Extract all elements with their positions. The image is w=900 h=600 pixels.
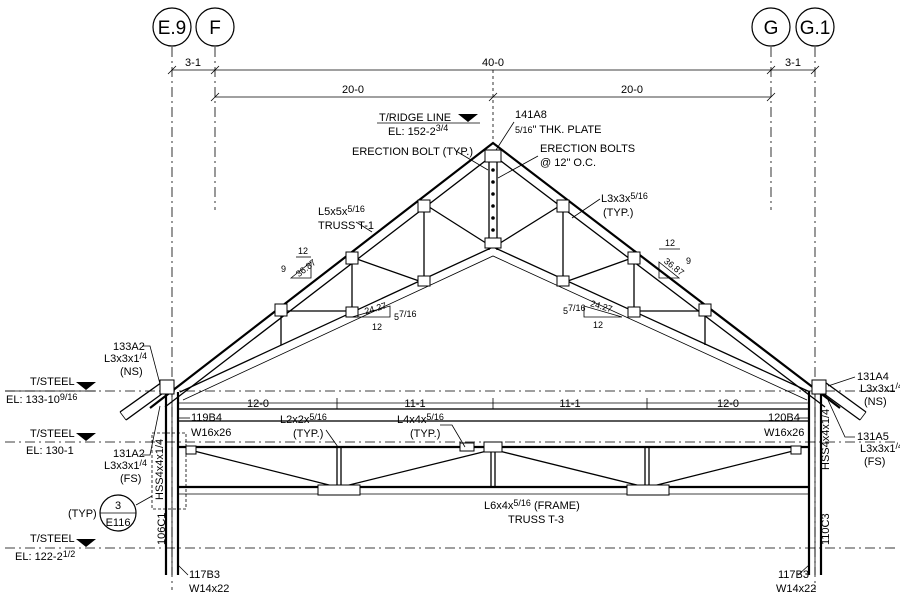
roof-truss-t1 <box>149 141 841 409</box>
dim-panel-3: 11-1 <box>559 398 580 410</box>
ridge-line-label: T/RIDGE LINE <box>379 112 451 124</box>
svg-text:12: 12 <box>593 320 603 330</box>
dim-half-right: 20-0 <box>621 84 643 96</box>
web-right-size: L3x3x5/16 <box>601 191 648 205</box>
l4-typ: (TYP.) <box>410 428 440 440</box>
svg-text:12: 12 <box>298 246 308 256</box>
svg-text:12: 12 <box>665 238 675 248</box>
level-line-steel-1: T/STEEL EL: 133-109/16 <box>5 376 895 406</box>
right-member-callouts: 131A4 L3x3x1/4 (NS) 131A5 L3x3x1/4 (FS) … <box>764 371 900 595</box>
hss-right: HSS4x4x1/4 <box>820 409 832 470</box>
svg-text:L3x3x1/4: L3x3x1/4 <box>104 351 147 365</box>
dim-half-left: 20-0 <box>342 84 364 96</box>
svg-text:L3x3x1/4: L3x3x1/4 <box>860 441 900 455</box>
member-callouts-floor: L2x2x5/16 (TYP.) L4x4x5/16 (TYP.) L6x4x5… <box>280 412 580 526</box>
svg-text:W16x26: W16x26 <box>191 427 231 439</box>
grid-bubble-f[interactable]: F <box>195 7 235 47</box>
svg-text:E.9: E.9 <box>158 18 187 39</box>
svg-text:12: 12 <box>372 322 382 332</box>
svg-text:G: G <box>764 18 779 39</box>
steel-3-label: T/STEEL <box>30 533 75 545</box>
svg-text:57/16: 57/16 <box>563 303 586 316</box>
detail-typ: (TYP) <box>68 508 97 520</box>
steel-1-elevation: EL: 133-109/16 <box>6 392 77 406</box>
steel-2-label: T/STEEL <box>30 428 75 440</box>
column-left <box>164 392 180 575</box>
top-chord-size: L5x5x5/16 <box>318 204 365 218</box>
svg-text:9: 9 <box>281 264 286 274</box>
member-callouts-roof: L5x5x5/16 TRUSS T-1 L3x3x5/16 (TYP.) <box>318 191 648 233</box>
steel-3-elevation: EL: 122-21/2 <box>15 549 75 563</box>
dim-panel-2: 11-1 <box>404 398 425 410</box>
svg-text:L3x3x1/4: L3x3x1/4 <box>860 381 900 395</box>
ridge-callouts: T/RIDGE LINE EL: 152-23/4 141A8 5/16" TH… <box>352 109 635 179</box>
detail-number: 3 <box>115 500 121 512</box>
l2-typ: (TYP.) <box>293 428 323 440</box>
truss-t3-label: TRUSS T-3 <box>508 514 564 526</box>
svg-text:57/16: 57/16 <box>394 309 417 322</box>
svg-text:L3x3x1/4: L3x3x1/4 <box>104 458 147 472</box>
dimension-halves: 20-0 20-0 <box>210 70 776 140</box>
grid-bubble-g1[interactable]: G.1 <box>795 7 835 47</box>
svg-text:(NS): (NS) <box>864 396 887 408</box>
dim-left-bay: 3-1 <box>185 57 201 69</box>
erection-bolts-spacing: @ 12" O.C. <box>540 157 596 169</box>
web-slope-left: 24.27 12 57/16 <box>351 300 417 332</box>
svg-text:131A2: 131A2 <box>113 448 145 460</box>
svg-text:(NS): (NS) <box>120 366 143 378</box>
slope-right: 12 9 36.87 <box>658 238 691 279</box>
steel-1-label: T/STEEL <box>30 376 75 388</box>
erection-bolts-callout: ERECTION BOLTS <box>540 143 635 155</box>
svg-text:117B3: 117B3 <box>189 569 220 581</box>
l2-size: L2x2x5/16 <box>280 412 327 426</box>
svg-text:F: F <box>209 18 221 39</box>
svg-text:G.1: G.1 <box>800 18 831 39</box>
svg-text:W14x22: W14x22 <box>776 583 816 595</box>
col-left: 106C1 <box>156 513 168 545</box>
svg-text:133A2: 133A2 <box>113 341 145 353</box>
steel-2-elevation: EL: 130-1 <box>26 445 74 457</box>
grid-lines <box>171 47 816 590</box>
svg-text:131A5: 131A5 <box>857 431 889 443</box>
level-line-steel-3: T/STEEL EL: 122-21/2 <box>5 533 895 563</box>
svg-text:9: 9 <box>686 256 691 266</box>
svg-text:(FS): (FS) <box>120 473 141 485</box>
l4-size: L4x4x5/16 <box>397 412 444 426</box>
truss-t1-label: TRUSS T-1 <box>318 220 374 232</box>
svg-text:120B4: 120B4 <box>768 412 800 424</box>
svg-text:(FS): (FS) <box>864 456 885 468</box>
dim-overall: 40-0 <box>482 57 504 69</box>
dimension-overall: 3-1 40-0 3-1 <box>167 57 820 75</box>
svg-text:117B3: 117B3 <box>778 569 809 581</box>
grid-bubble-g[interactable]: G <box>751 7 791 47</box>
grid-bubble-e9[interactable]: E.9 <box>152 7 192 47</box>
hss-left: HSS4x4x1/4 <box>154 439 166 500</box>
web-right-typ: (TYP.) <box>603 207 633 219</box>
floor-truss-t3: 12-0 11-1 11-1 12-0 <box>177 398 810 496</box>
svg-text:36.87: 36.87 <box>294 257 318 279</box>
detail-sheet: E116 <box>106 517 131 529</box>
svg-text:24.27: 24.27 <box>363 300 387 316</box>
svg-text:W14x22: W14x22 <box>189 583 229 595</box>
plate-thickness: 5/16" THK. PLATE <box>515 124 601 136</box>
ridge-elevation: EL: 152-23/4 <box>388 123 448 138</box>
eave-left <box>119 379 175 421</box>
slope-left: 12 9 36.87 <box>281 246 318 279</box>
svg-text:131A4: 131A4 <box>857 371 889 383</box>
column-right <box>807 392 823 575</box>
plate-mark: 141A8 <box>515 109 547 121</box>
frame-size: L6x4x5/16 (FRAME) <box>484 498 580 512</box>
left-member-callouts: 133A2 L3x3x1/4 (NS) 131A2 L3x3x1/4 (FS) … <box>104 341 231 595</box>
web-slope-right: 24.27 12 57/16 <box>563 298 623 330</box>
detail-callout[interactable]: 3 E116 (TYP) <box>68 494 153 532</box>
svg-text:119B4: 119B4 <box>191 412 222 424</box>
dim-right-bay: 3-1 <box>785 57 801 69</box>
dim-panel-1: 12-0 <box>247 398 269 410</box>
dim-panel-4: 12-0 <box>717 398 739 410</box>
level-line-steel-2: T/STEEL EL: 130-1 <box>5 428 895 457</box>
svg-text:W16x26: W16x26 <box>764 427 804 439</box>
erection-bolt-callout: ERECTION BOLT (TYP.) <box>352 146 473 158</box>
col-right: 110C3 <box>820 513 832 545</box>
